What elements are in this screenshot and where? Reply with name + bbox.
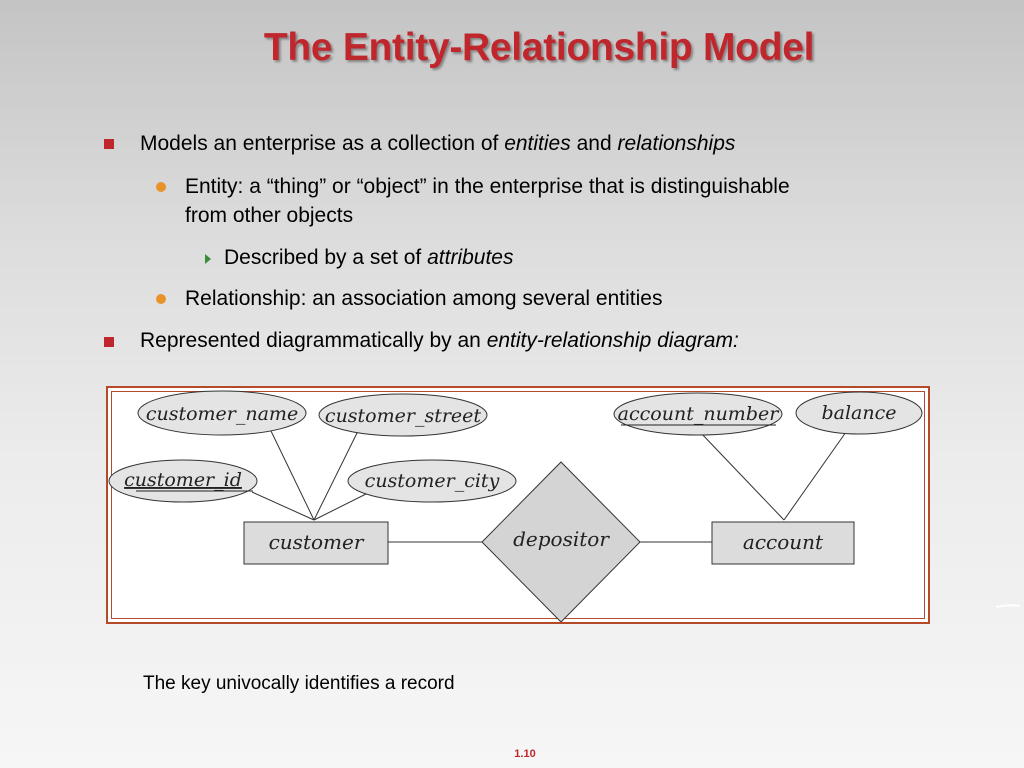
entity-customer: customer — [243, 521, 389, 565]
attribute-label: customer_city — [365, 470, 500, 492]
slide-title: The Entity-Relationship Model — [263, 26, 815, 69]
entity-label: account — [743, 530, 824, 554]
attribute-customer-id: customer_id — [108, 459, 258, 503]
attribute-customer-city: customer_city — [347, 459, 517, 503]
page-number: 1.10 — [514, 748, 536, 760]
relationship-depositor: depositor — [481, 461, 641, 622]
square-bullet-icon — [104, 337, 114, 347]
bullet-text: Described by a set of — [224, 246, 428, 269]
line-street-customer — [313, 430, 359, 521]
bullet-emphasis: entities — [504, 132, 571, 155]
bullet-models-enterprise: Models an enterprise as a collection of … — [140, 129, 735, 158]
entity-account: account — [711, 521, 855, 565]
arrow-bullet-icon — [205, 254, 211, 264]
bullet-text: Models an enterprise as a collection of — [140, 132, 505, 155]
line-number-account — [699, 431, 785, 521]
bullet-entity-line2: from other objects — [185, 204, 354, 227]
decorative-swoosh-icon — [996, 604, 1020, 608]
attribute-customer-name: customer_name — [137, 390, 307, 436]
attribute-balance: balance — [795, 391, 923, 435]
dot-bullet-icon — [156, 294, 166, 304]
key-note: The key univocally identifies a record — [143, 673, 455, 694]
bullet-represented: Represented diagrammatically by an entit… — [140, 326, 739, 355]
attribute-account-number: account_number — [613, 392, 783, 436]
dot-bullet-icon — [156, 182, 166, 192]
entity-label: customer — [269, 530, 365, 554]
er-diagram-canvas: customer_name customer_street customer_i… — [108, 390, 923, 622]
attribute-customer-street: customer_street — [318, 393, 488, 437]
attribute-label: customer_name — [146, 403, 298, 425]
bullet-relationship: Relationship: an association among sever… — [185, 287, 663, 310]
bullet-entity-line1: Entity: a “thing” or “object” in the ent… — [185, 175, 790, 198]
attribute-label: customer_street — [325, 405, 482, 427]
line-balance-account — [783, 431, 847, 521]
er-diagram-inner-border — [111, 391, 925, 619]
attribute-label: balance — [821, 402, 896, 424]
er-diagram: customer_name customer_street customer_i… — [106, 386, 930, 624]
line-id-customer — [251, 491, 315, 521]
square-bullet-icon — [104, 139, 114, 149]
bullet-emphasis: relationships — [617, 132, 736, 155]
bullet-text: and — [570, 132, 618, 155]
bullet-emphasis: attributes — [427, 246, 514, 269]
attribute-label-key: customer_id — [124, 469, 242, 491]
attribute-label-key: account_number — [618, 403, 781, 425]
bullet-emphasis: entity-relationship diagram: — [486, 329, 739, 352]
bullet-text: Represented diagrammatically by an — [140, 329, 487, 352]
relationship-label: depositor — [513, 527, 610, 551]
line-name-customer — [270, 430, 315, 521]
bullet-attributes: Described by a set of attributes — [224, 243, 514, 272]
